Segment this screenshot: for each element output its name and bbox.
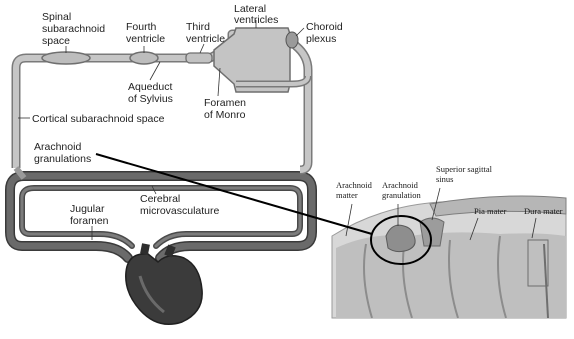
label-jugular-foramen: Jugular foramen bbox=[70, 203, 109, 227]
label-superior-sagittal-sinus: Superior sagittal sinus bbox=[436, 164, 494, 184]
label-arachnoid-matter: Arachnoid matter bbox=[336, 180, 374, 200]
leader-monro bbox=[218, 68, 220, 96]
label-third-ventricle: Third ventricle bbox=[186, 21, 225, 45]
label-foramen-of-monro: Foramen of Monro bbox=[204, 97, 249, 121]
label-cortical-subarachnoid-space: Cortical subarachnoid space bbox=[32, 113, 165, 125]
inset-cortex-layer bbox=[336, 232, 566, 318]
heart-vessel-right bbox=[168, 246, 172, 256]
label-arachnoid-granulations: Arachnoid granulations bbox=[34, 141, 91, 165]
label-cerebral-microvasculature: Cerebral microvasculature bbox=[140, 193, 220, 217]
label-dura-mater: Dura mater bbox=[524, 206, 563, 216]
pointer-line-granulations bbox=[96, 154, 372, 234]
leader-choroid bbox=[296, 28, 304, 36]
leader-third bbox=[200, 44, 204, 53]
label-arachnoid-granulation: Arachnoid granulation bbox=[382, 180, 421, 200]
label-fourth-ventricle: Fourth ventricle bbox=[126, 21, 165, 45]
blood-circulation-loop bbox=[10, 176, 312, 258]
leader-aqueduct bbox=[150, 62, 160, 80]
choroid-plexus-shape bbox=[286, 32, 298, 48]
inset-arachnoid-granulation bbox=[386, 225, 415, 251]
label-spinal-subarachnoid-space: Spinal subarachnoid space bbox=[42, 11, 108, 47]
label-lateral-ventricles: Lateral ventricles bbox=[234, 3, 278, 26]
spinal-subarachnoid-space-shape bbox=[42, 52, 90, 64]
label-choroid-plexus: Choroid plexus bbox=[306, 21, 346, 45]
third-ventricle-shape bbox=[186, 53, 212, 63]
heart-shape bbox=[126, 254, 202, 324]
inset-superior-sagittal-sinus bbox=[420, 218, 444, 246]
label-aqueduct-of-sylvius: Aqueduct of Sylvius bbox=[128, 81, 175, 105]
fourth-ventricle-shape bbox=[130, 52, 158, 64]
heart-vessel-left bbox=[144, 244, 146, 254]
label-pia-mater: Pia mater bbox=[474, 206, 507, 216]
